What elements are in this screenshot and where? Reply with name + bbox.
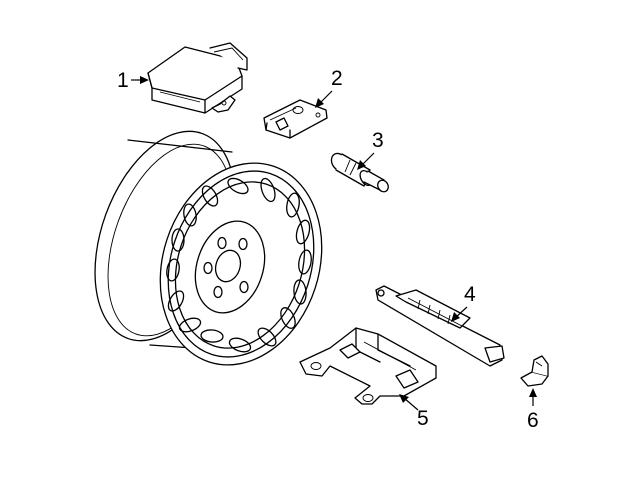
callout-4: 4 — [451, 283, 476, 322]
callout-1: 1 — [117, 69, 149, 92]
callout-6: 6 — [527, 388, 539, 432]
callout-number: 5 — [417, 407, 429, 430]
tpms-control-module-drawing — [147, 42, 248, 114]
callout-number: 6 — [527, 409, 539, 432]
arrowhead — [451, 312, 460, 322]
arrowhead — [140, 76, 149, 84]
arrowhead — [529, 388, 537, 397]
steel-wheel-drawing — [94, 130, 323, 366]
antenna-drawing — [375, 285, 505, 367]
callout-3: 3 — [357, 129, 384, 170]
callout-number: 3 — [372, 129, 384, 152]
arrowhead — [399, 394, 409, 403]
callout-number: 1 — [117, 69, 129, 92]
callout-2: 2 — [315, 67, 343, 108]
callout-number: 4 — [464, 283, 476, 306]
tire-pressure-sensor-drawing — [263, 99, 328, 139]
callout-number: 2 — [331, 67, 343, 90]
arrowhead — [357, 160, 366, 170]
retaining-clip-drawing — [520, 355, 549, 387]
arrowhead — [315, 98, 324, 108]
callout-5: 5 — [399, 394, 429, 430]
mounting-bracket-drawing — [299, 327, 437, 405]
valve-stem-drawing — [330, 152, 389, 193]
